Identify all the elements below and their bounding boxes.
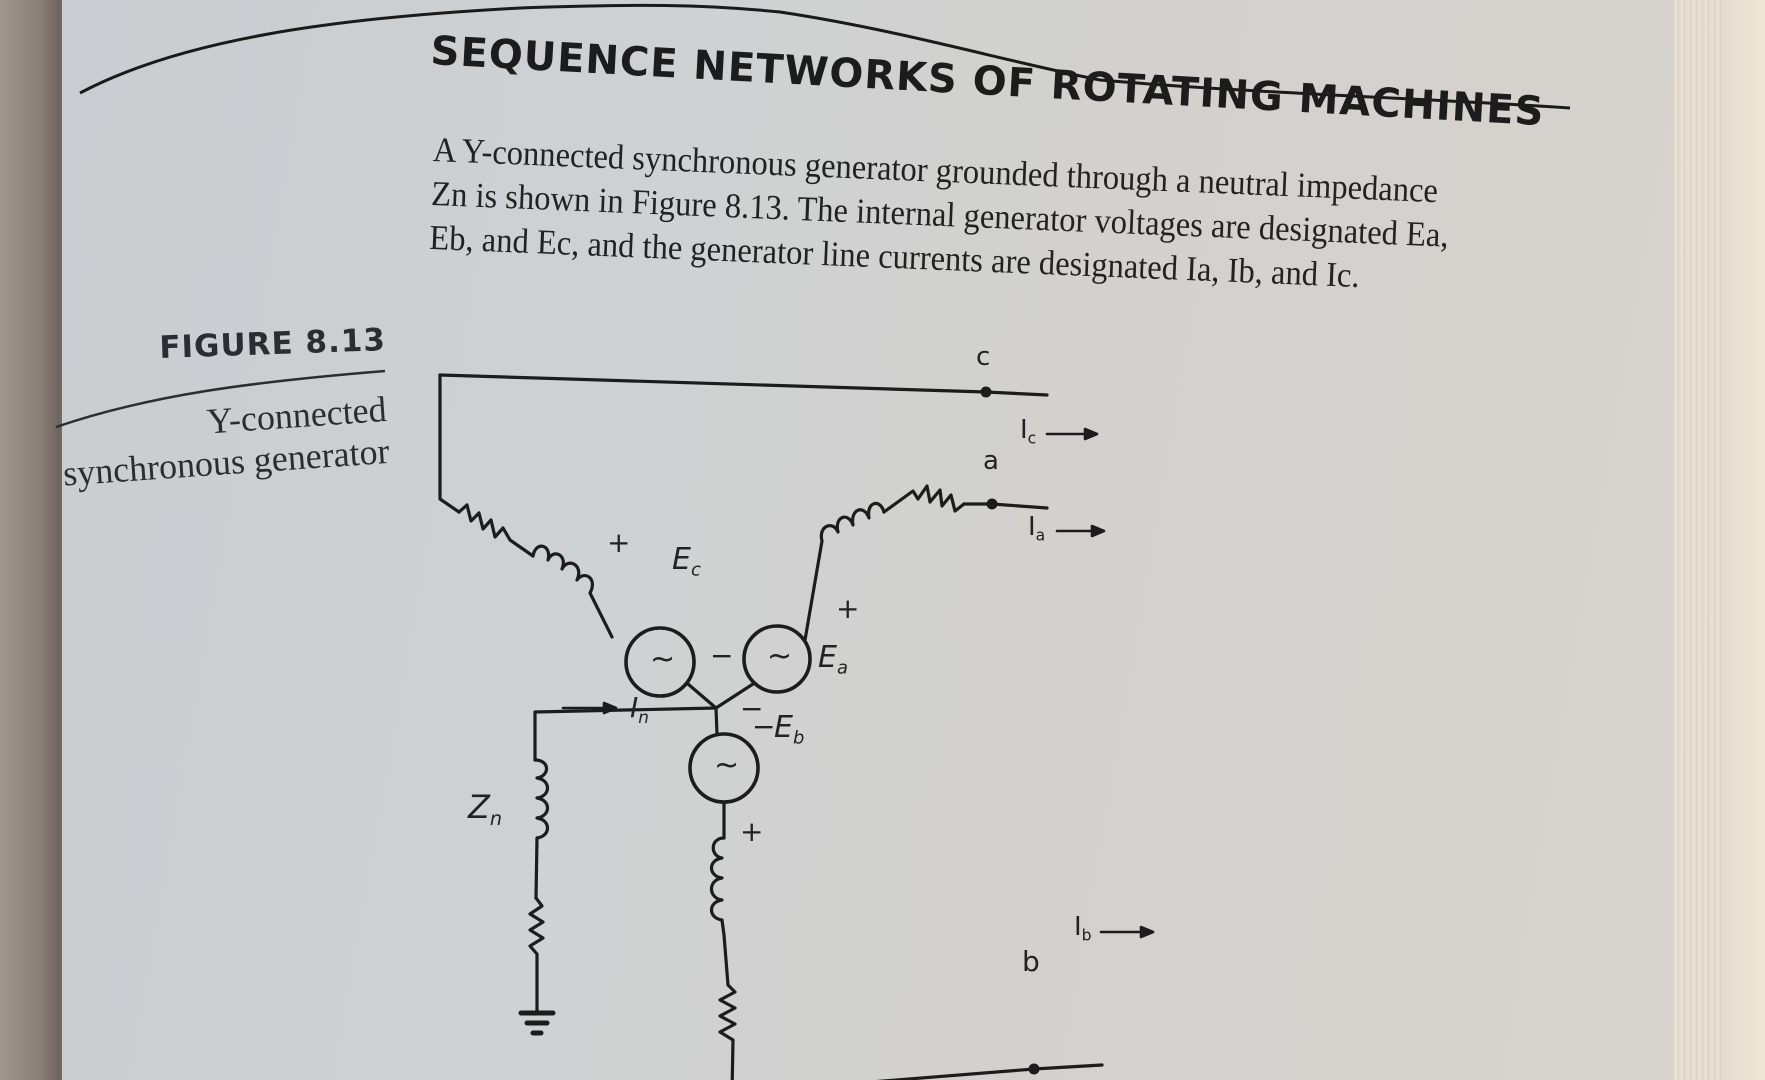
polarity-plus-eb: + <box>740 815 764 848</box>
source-eb-label: Eb <box>774 710 805 749</box>
wire-neutral <box>533 706 718 762</box>
polarity-minus-ec: − <box>710 639 734 672</box>
polarity-minus-ea: − <box>740 692 764 725</box>
resistor-a <box>882 484 966 514</box>
resistor-c <box>457 503 535 558</box>
wire-ea-neutral <box>714 682 755 710</box>
ac-source-icon: ~ <box>714 748 740 783</box>
arrow-ic-icon <box>1045 427 1099 441</box>
current-ib-label: Ib <box>1074 912 1092 945</box>
inductor-b <box>709 836 726 937</box>
source-ec-label: Ec <box>672 542 701 581</box>
source-ea-label: Ea <box>818 640 848 679</box>
arrow-in-icon <box>561 701 618 715</box>
resistor-zn <box>528 896 545 1012</box>
book-page <box>62 0 1722 1080</box>
node-b-label: b <box>1022 945 1040 978</box>
wire-a-out <box>962 502 1049 510</box>
figure-caption-rule <box>55 369 386 429</box>
current-ic-label: Ic <box>1020 415 1037 448</box>
node-a-dot <box>986 498 998 510</box>
wire-b-bottom <box>875 1063 1104 1080</box>
wire-c-left <box>438 373 461 514</box>
node-c-dot <box>980 386 992 398</box>
node-a-label: a <box>983 446 999 476</box>
node-b-dot <box>1028 1063 1040 1075</box>
ac-source-icon: ~ <box>650 642 676 677</box>
inductor-a <box>803 501 886 642</box>
wire-ec-neutral <box>686 682 718 710</box>
node-c-label: c <box>976 342 991 372</box>
impedance-zn-label: Zn <box>468 788 503 830</box>
resistor-b <box>718 933 737 1080</box>
polarity-plus-ec: + <box>607 526 631 559</box>
section-header-rule <box>79 3 1571 110</box>
arrow-ib-icon <box>1099 925 1155 939</box>
polarity-plus-ea: + <box>836 592 860 625</box>
current-in-label: In <box>630 691 649 727</box>
page-edges <box>1674 0 1722 1080</box>
inductor-c <box>531 544 614 639</box>
inductor-zn <box>533 758 550 900</box>
ac-source-icon: ~ <box>767 639 793 674</box>
arrow-ia-icon <box>1055 524 1106 538</box>
ground-icon <box>518 1010 556 1036</box>
wire-eb-neutral <box>714 706 719 736</box>
current-ia-label: Ia <box>1028 512 1046 545</box>
source-ea-circle <box>742 624 812 694</box>
wire-c-top <box>438 373 1049 397</box>
source-ec-circle <box>624 626 696 698</box>
polarity-minus-eb: − <box>752 710 776 743</box>
